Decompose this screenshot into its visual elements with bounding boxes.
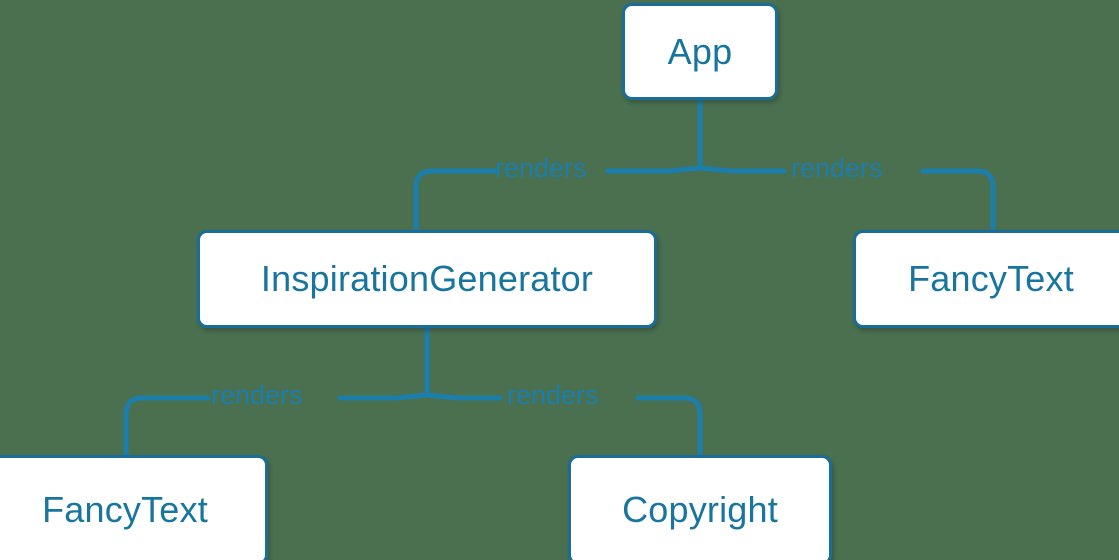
node-fancytext-bottom-label: FancyText — [42, 489, 208, 530]
node-fancytext-bottom[interactable]: FancyText — [0, 455, 268, 560]
edge-app-to-fancytext-right — [697, 165, 996, 233]
node-fancytext-right-label: FancyText — [908, 258, 1074, 299]
node-app[interactable]: App — [622, 3, 778, 100]
node-inspiration-generator-label: InspirationGenerator — [260, 258, 594, 299]
edge-label-app-to-inspiration-generator: renders — [495, 153, 587, 183]
edge-label-inspiration-generator-to-fancytext-bottom: renders — [211, 380, 303, 410]
edge-inspgen-to-fancytext-bottom — [123, 392, 430, 458]
node-copyright[interactable]: Copyright — [568, 455, 832, 560]
node-app-label: App — [667, 30, 733, 72]
node-copyright-label: Copyright — [622, 489, 778, 530]
edge-label-inspiration-generator-to-copyright: renders — [507, 380, 599, 410]
node-fancytext-right[interactable]: FancyText — [853, 230, 1119, 328]
node-inspiration-generator[interactable]: InspirationGenerator — [197, 230, 657, 328]
edge-app-to-inspgen — [413, 165, 703, 233]
edge-label-app-to-fancytext-right: renders — [791, 153, 883, 183]
edge-inspgen-to-copyright — [424, 392, 703, 458]
